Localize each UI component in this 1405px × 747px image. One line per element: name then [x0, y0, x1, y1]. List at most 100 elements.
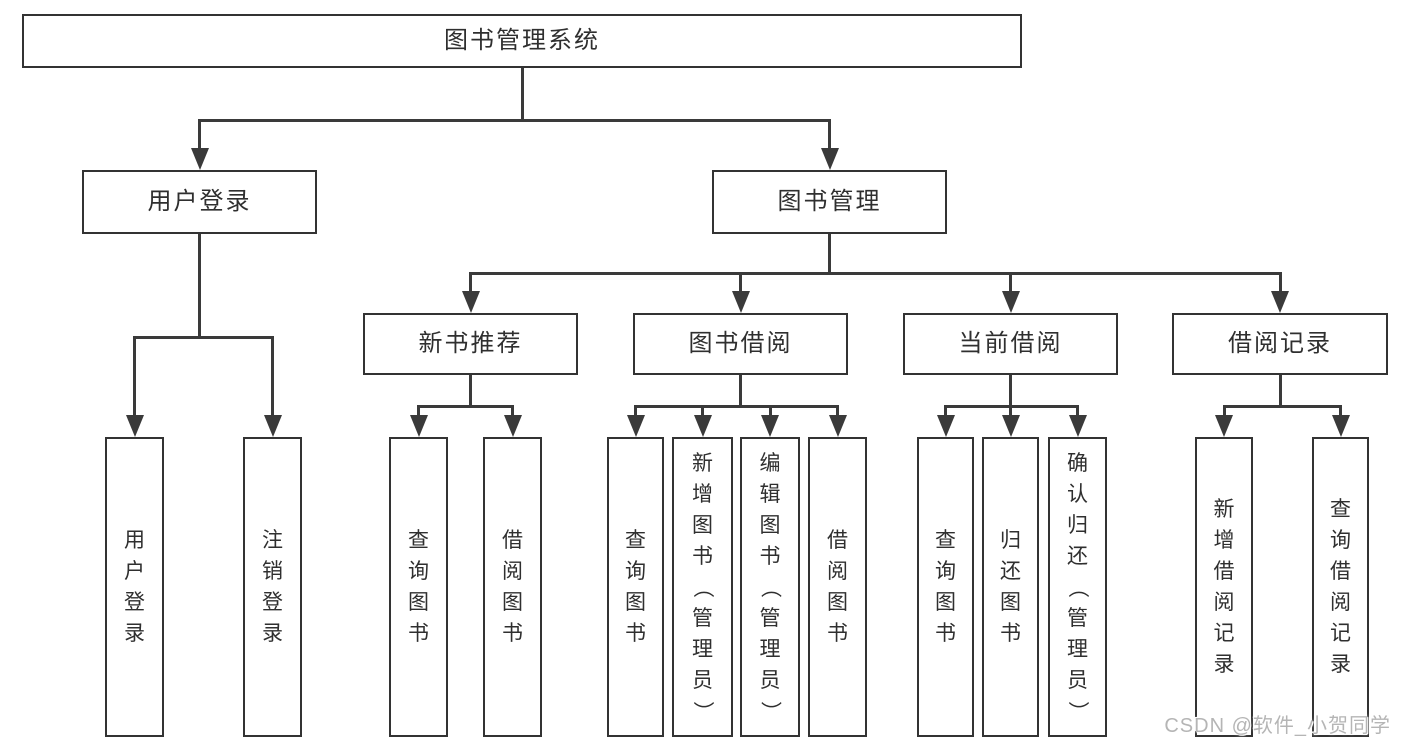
node-bb-add-books-char: 理 [692, 637, 713, 661]
arrow-into-nbr-query-books [409, 415, 428, 437]
node-bb-borrow-books-char: 阅 [827, 560, 848, 583]
node-br-query-record-char: 询 [1330, 529, 1351, 552]
node-br-query-record: 查询借阅记录 [1312, 437, 1369, 737]
arrow-into-cb-query-books [936, 415, 955, 437]
node-nbr-borrow-books-char: 图 [502, 591, 523, 614]
node-cb-confirm-return-char: （ [1066, 576, 1089, 598]
node-br-query-record-char: 记 [1330, 622, 1351, 645]
node-cb-return-books-char: 图 [1000, 591, 1021, 614]
node-bb-add-books: 新增图书（管理员） [672, 437, 733, 737]
arrow-into-br-add-record [1215, 415, 1233, 437]
node-logout-leaf-char: 销 [262, 560, 283, 583]
node-bb-edit-books: 编辑图书（管理员） [740, 437, 800, 737]
node-cb-query-books: 查询图书 [917, 437, 974, 737]
connector-drop-new-book-recommend [469, 272, 472, 295]
node-bb-edit-books-char: 编 [759, 451, 781, 475]
node-nbr-query-books-char: 查 [408, 529, 429, 552]
node-nbr-query-books: 查询图书 [389, 437, 448, 737]
connector-drop-bb-borrow-books [836, 405, 839, 419]
node-bb-edit-books-char: 员 [759, 668, 781, 692]
connector-drop-book-management [828, 119, 831, 152]
node-bb-query-books-char: 书 [625, 622, 646, 645]
arrow-into-borrowing-records [1271, 291, 1289, 313]
node-bb-borrow-books: 借阅图书 [808, 437, 867, 737]
connector-bar-borrowing-records [1222, 405, 1342, 408]
arrow-into-cb-return-books [1001, 415, 1020, 437]
node-bb-borrow-books-char: 借 [827, 529, 848, 552]
node-br-query-record-char: 查 [1330, 498, 1351, 521]
node-br-query-record-char: 录 [1330, 653, 1351, 676]
node-book-borrowing: 图书借阅 [633, 313, 848, 375]
node-nbr-borrow-books: 借阅图书 [483, 437, 542, 737]
node-book-borrowing-label: 图书借阅 [688, 330, 793, 357]
node-user-login-label: 用户登录 [147, 188, 252, 215]
node-bb-query-books-char: 询 [625, 560, 646, 583]
node-cb-confirm-return-char: 认 [1067, 482, 1088, 506]
node-user-login-leaf-char: 录 [124, 622, 145, 645]
connector-bar-book-management [469, 272, 1282, 275]
csdn-watermark: CSDN @软件_小贺同学 [1164, 715, 1391, 737]
connector-stem-current-borrowing [1009, 373, 1012, 408]
arrow-into-bb-add-books [693, 415, 712, 437]
connector-drop-user-login [198, 119, 201, 152]
node-nbr-borrow-books-char: 借 [502, 529, 523, 552]
arrow-into-logout-leaf [263, 415, 282, 437]
node-bb-edit-books-char: 管 [759, 606, 781, 630]
node-bb-edit-books-char: 辑 [759, 482, 781, 506]
node-br-query-record-char: 阅 [1330, 591, 1351, 614]
node-br-add-record-char: 借 [1213, 560, 1235, 583]
node-br-add-record-char: 阅 [1213, 591, 1235, 614]
connector-drop-nbr-borrow-books [511, 405, 514, 419]
connector-stem-book-management [828, 232, 831, 275]
node-user-login-leaf-char: 登 [124, 591, 145, 614]
node-logout-leaf: 注销登录 [243, 437, 302, 737]
connector-stem-new-book-recommend [469, 373, 472, 408]
node-bb-add-books-char: 管 [692, 606, 713, 630]
connector-drop-bb-query-books [634, 405, 637, 419]
node-cb-return-books-char: 还 [1000, 560, 1021, 583]
node-current-borrowing-label: 当前借阅 [958, 330, 1063, 357]
node-nbr-query-books-char: 图 [408, 591, 429, 614]
node-bb-query-books: 查询图书 [607, 437, 664, 737]
node-nbr-query-books-char: 询 [408, 560, 429, 583]
connector-drop-book-borrowing [739, 272, 742, 295]
node-br-add-record-char: 记 [1213, 622, 1235, 645]
node-bb-edit-books-char: ） [758, 700, 782, 722]
node-cb-confirm-return-char: 员 [1067, 668, 1088, 692]
node-logout-leaf-char: 注 [262, 529, 283, 552]
connector-stem-user-login [198, 232, 201, 339]
node-cb-return-books-char: 书 [1000, 622, 1021, 645]
node-cb-query-books-char: 查 [935, 529, 956, 552]
connector-drop-cb-confirm-return [1076, 405, 1079, 419]
node-cb-confirm-return-char: 还 [1067, 544, 1088, 568]
node-br-add-record-char: 录 [1213, 653, 1235, 676]
arrow-into-bb-borrow-books [828, 415, 847, 437]
node-br-add-record: 新增借阅记录 [1195, 437, 1253, 737]
node-borrowing-records: 借阅记录 [1172, 313, 1388, 375]
node-new-book-recommend: 新书推荐 [363, 313, 578, 375]
node-cb-confirm-return-char: 管 [1067, 606, 1088, 630]
connector-drop-bb-edit-books [768, 405, 772, 419]
connector-stem-borrowing-records [1278, 373, 1282, 408]
arrow-into-book-management [820, 148, 839, 170]
node-bb-add-books-char: 增 [692, 482, 713, 506]
node-bb-add-books-char: 书 [692, 544, 713, 568]
node-cb-query-books-char: 书 [935, 622, 956, 645]
arrow-into-bb-edit-books [761, 415, 779, 437]
node-nbr-borrow-books-char: 阅 [502, 560, 523, 583]
node-cb-confirm-return-char: 确 [1067, 451, 1088, 475]
node-cb-query-books-char: 图 [935, 591, 956, 614]
node-cb-confirm-return: 确认归还（管理员） [1048, 437, 1107, 737]
connector-bar-root [198, 119, 831, 122]
node-bb-borrow-books-char: 图 [827, 591, 848, 614]
node-new-book-recommend-label: 新书推荐 [418, 330, 523, 357]
connector-drop-current-borrowing [1009, 272, 1012, 295]
node-bb-edit-books-char: 理 [759, 637, 781, 661]
node-bb-add-books-char: 员 [692, 668, 713, 692]
node-book-management-label: 图书管理 [777, 188, 882, 215]
node-logout-leaf-char: 录 [262, 622, 283, 645]
node-user-login: 用户登录 [82, 170, 317, 234]
arrow-into-book-borrowing [731, 291, 750, 313]
arrow-into-cb-confirm-return [1068, 415, 1087, 437]
